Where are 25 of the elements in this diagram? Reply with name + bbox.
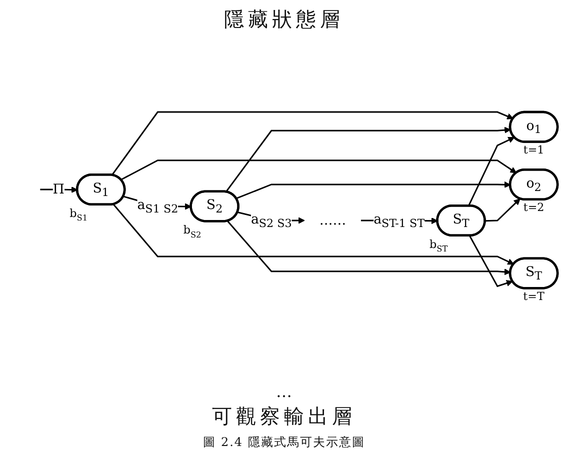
- layer-heading: 隱藏狀態層: [224, 6, 344, 33]
- ellipsis-mark: …: [276, 382, 292, 401]
- edge-label: a$_{ST-1 ST}$: [374, 212, 425, 230]
- edge-label: a$_{S2 S3}$: [250, 212, 292, 230]
- arrow: [226, 220, 511, 276]
- arrow: [468, 136, 515, 206]
- layer-heading: 可觀察輸出層: [212, 403, 356, 430]
- edge-label: Π: [52, 182, 64, 198]
- arrow: [225, 126, 511, 192]
- arrow: [40, 186, 78, 194]
- edge-label: a$_{S1 S2}$: [137, 197, 178, 216]
- arrow: [485, 198, 520, 222]
- time-label: t=1: [523, 144, 544, 157]
- figure-caption: 圖 2.4 隱藏式馬可夫示意圖: [203, 434, 365, 451]
- symbol-label: b$_{S2}$: [183, 224, 202, 240]
- arrow: [468, 235, 513, 288]
- arrow: [120, 160, 517, 180]
- time-label: t=T: [523, 290, 544, 303]
- time-label: t=2: [523, 201, 544, 214]
- arrow: [112, 204, 514, 265]
- arrow: [111, 111, 514, 176]
- symbol-label: b$_{ST}$: [430, 238, 448, 254]
- symbol-label: b$_{S1}$: [70, 207, 88, 223]
- node-text: ……: [319, 212, 346, 228]
- arrow: [236, 181, 511, 200]
